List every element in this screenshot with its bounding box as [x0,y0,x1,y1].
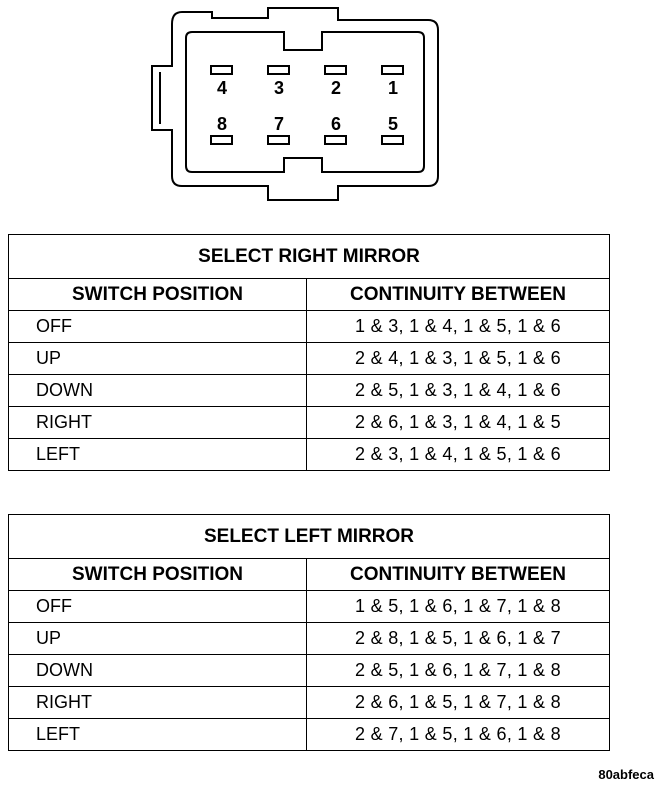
switch-position-cell: OFF [8,310,307,343]
column-header: SWITCH POSITION [8,278,307,311]
table-row: RIGHT 2 & 6, 1 & 3, 1 & 4, 1 & 5 [8,406,610,439]
terminal-slot [210,65,233,75]
pin-label: 6 [331,114,341,134]
terminal-slot [381,65,404,75]
left-mirror-table: SELECT LEFT MIRROR SWITCH POSITION CONTI… [8,514,610,751]
terminal-slot [324,65,347,75]
table-row: DOWN 2 & 5, 1 & 3, 1 & 4, 1 & 6 [8,374,610,407]
table-row: OFF 1 & 3, 1 & 4, 1 & 5, 1 & 6 [8,310,610,343]
switch-position-cell: RIGHT [8,686,307,719]
column-header: SWITCH POSITION [8,558,307,591]
figure-code: 80abfeca [598,767,654,782]
connector-housing-inner [185,31,425,173]
switch-position-cell: LEFT [8,718,307,751]
table-row: UP 2 & 8, 1 & 5, 1 & 6, 1 & 7 [8,622,610,655]
table-row: UP 2 & 4, 1 & 3, 1 & 5, 1 & 6 [8,342,610,375]
terminal-slot [210,135,233,145]
table-title: SELECT RIGHT MIRROR [8,234,610,279]
continuity-cell: 2 & 5, 1 & 3, 1 & 4, 1 & 6 [306,374,610,407]
continuity-cell: 2 & 6, 1 & 5, 1 & 7, 1 & 8 [306,686,610,719]
pin-label: 7 [274,114,284,134]
pin-label: 8 [217,114,227,134]
continuity-cell: 2 & 4, 1 & 3, 1 & 5, 1 & 6 [306,342,610,375]
terminal-slot [324,135,347,145]
terminal-slot [267,65,290,75]
table-row: LEFT 2 & 7, 1 & 5, 1 & 6, 1 & 8 [8,718,610,751]
connector-diagram: 4 3 2 1 8 7 6 5 [151,7,439,201]
table-row: RIGHT 2 & 6, 1 & 5, 1 & 7, 1 & 8 [8,686,610,719]
switch-position-cell: LEFT [8,438,307,471]
continuity-cell: 1 & 5, 1 & 6, 1 & 7, 1 & 8 [306,590,610,623]
table-title: SELECT LEFT MIRROR [8,514,610,559]
switch-position-cell: DOWN [8,654,307,687]
right-mirror-table: SELECT RIGHT MIRROR SWITCH POSITION CONT… [8,234,610,471]
switch-position-cell: UP [8,622,307,655]
table-row: OFF 1 & 5, 1 & 6, 1 & 7, 1 & 8 [8,590,610,623]
column-header: CONTINUITY BETWEEN [306,558,610,591]
connector-housing-outer [151,7,439,201]
pin-label: 1 [388,78,398,98]
terminal-slot [267,135,290,145]
continuity-cell: 2 & 8, 1 & 5, 1 & 6, 1 & 7 [306,622,610,655]
continuity-cell: 2 & 3, 1 & 4, 1 & 5, 1 & 6 [306,438,610,471]
pin-label: 3 [274,78,284,98]
switch-position-cell: RIGHT [8,406,307,439]
continuity-cell: 2 & 6, 1 & 3, 1 & 4, 1 & 5 [306,406,610,439]
table-row: LEFT 2 & 3, 1 & 4, 1 & 5, 1 & 6 [8,438,610,471]
table-row: DOWN 2 & 5, 1 & 6, 1 & 7, 1 & 8 [8,654,610,687]
terminal-slot [381,135,404,145]
column-header: CONTINUITY BETWEEN [306,278,610,311]
pin-label: 2 [331,78,341,98]
continuity-cell: 1 & 3, 1 & 4, 1 & 5, 1 & 6 [306,310,610,343]
switch-position-cell: DOWN [8,374,307,407]
continuity-cell: 2 & 5, 1 & 6, 1 & 7, 1 & 8 [306,654,610,687]
switch-position-cell: UP [8,342,307,375]
switch-position-cell: OFF [8,590,307,623]
pin-label: 5 [388,114,398,134]
continuity-cell: 2 & 7, 1 & 5, 1 & 6, 1 & 8 [306,718,610,751]
pin-label: 4 [217,78,227,98]
